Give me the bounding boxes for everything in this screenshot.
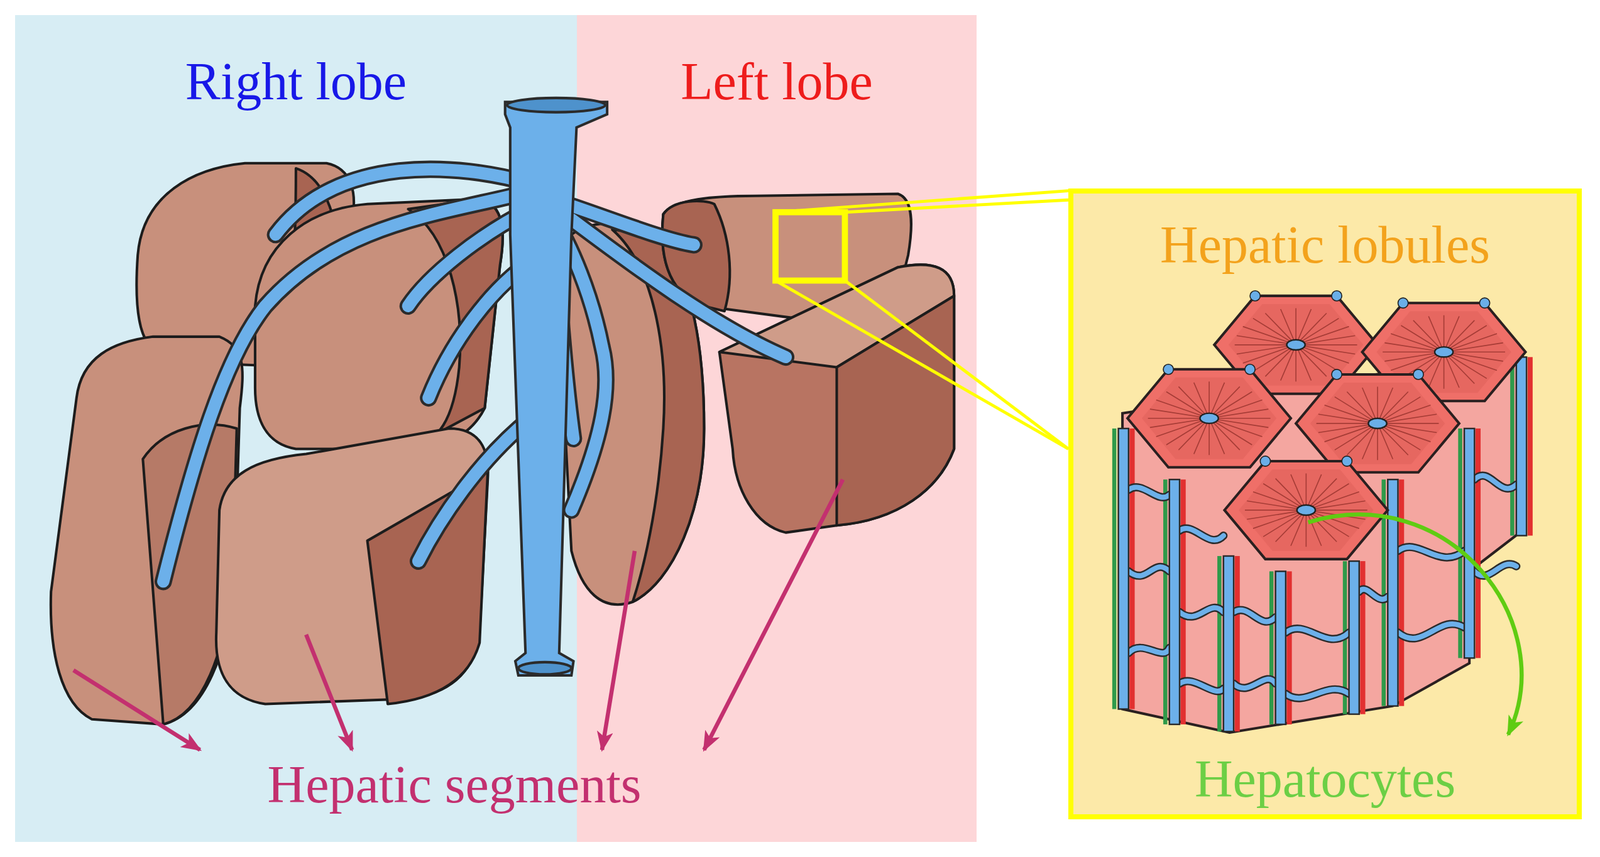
leader-arrow (703, 479, 843, 750)
lobule-block (1122, 351, 1523, 733)
vein-outline (418, 418, 532, 562)
lobule-block (1275, 571, 1286, 725)
node-title: Right lobe (185, 52, 407, 111)
lobule-block (1112, 290, 1533, 733)
hepatic-lobule (1224, 456, 1388, 560)
vena-cava (507, 98, 606, 113)
node-text: Hepatocytes (1194, 750, 1456, 809)
lobule-block (1464, 428, 1475, 658)
lobule-block (1516, 356, 1527, 536)
lobule-block (1510, 356, 1514, 536)
vena-cava (518, 662, 572, 675)
hepatic-segment (836, 295, 954, 526)
hepatic-lobule (1127, 364, 1291, 468)
hepatic-segment (367, 471, 489, 704)
lobule-block (1223, 556, 1234, 732)
vein-outline (163, 169, 786, 582)
lobule-block (1398, 479, 1404, 706)
lobule-block (1527, 356, 1533, 536)
zoom-lines (775, 280, 1069, 450)
hepatic-vein (418, 418, 532, 562)
hepatic-segment (216, 428, 489, 704)
segment-label-holder: Hepatic segments (267, 756, 642, 814)
lobule-block (1234, 556, 1240, 732)
leader-arrow (73, 670, 200, 751)
zoom-lines (775, 191, 1069, 213)
hepatic-segment (50, 163, 954, 725)
leader-arrow (602, 551, 635, 751)
lobule-block (1112, 428, 1117, 710)
segment-label: Hepatic segments (267, 756, 642, 814)
lobule-block (1475, 428, 1481, 658)
node-title: Left lobe (680, 52, 873, 111)
vena-cava (505, 101, 608, 676)
lobule-block (1180, 479, 1186, 725)
hepatic-vein (163, 169, 786, 582)
lobule-block (1118, 356, 1527, 732)
lobule-block (1349, 561, 1360, 715)
zoom-lines (844, 199, 1069, 212)
lobule-block (1287, 571, 1293, 725)
zoom-lines (775, 191, 1069, 450)
node-title: Hepatic lobules (1160, 216, 1491, 274)
lobule-block (1169, 479, 1180, 725)
lobule-block (1387, 479, 1398, 706)
leader-arrow (73, 479, 843, 750)
hepatic-vein (571, 219, 786, 357)
lobule-block (1163, 479, 1168, 725)
zoom-lines (844, 280, 1069, 450)
lobule-block (1217, 556, 1222, 732)
vena-cava (505, 98, 608, 676)
lobule-block (1118, 428, 1129, 710)
lobule-block (1269, 571, 1274, 725)
zoom-lines (775, 212, 845, 281)
hepatocyte-arrow (1308, 514, 1523, 735)
leader-arrow (306, 634, 352, 750)
hepatic-lobule (1295, 369, 1460, 473)
lobule-block (1359, 561, 1365, 715)
